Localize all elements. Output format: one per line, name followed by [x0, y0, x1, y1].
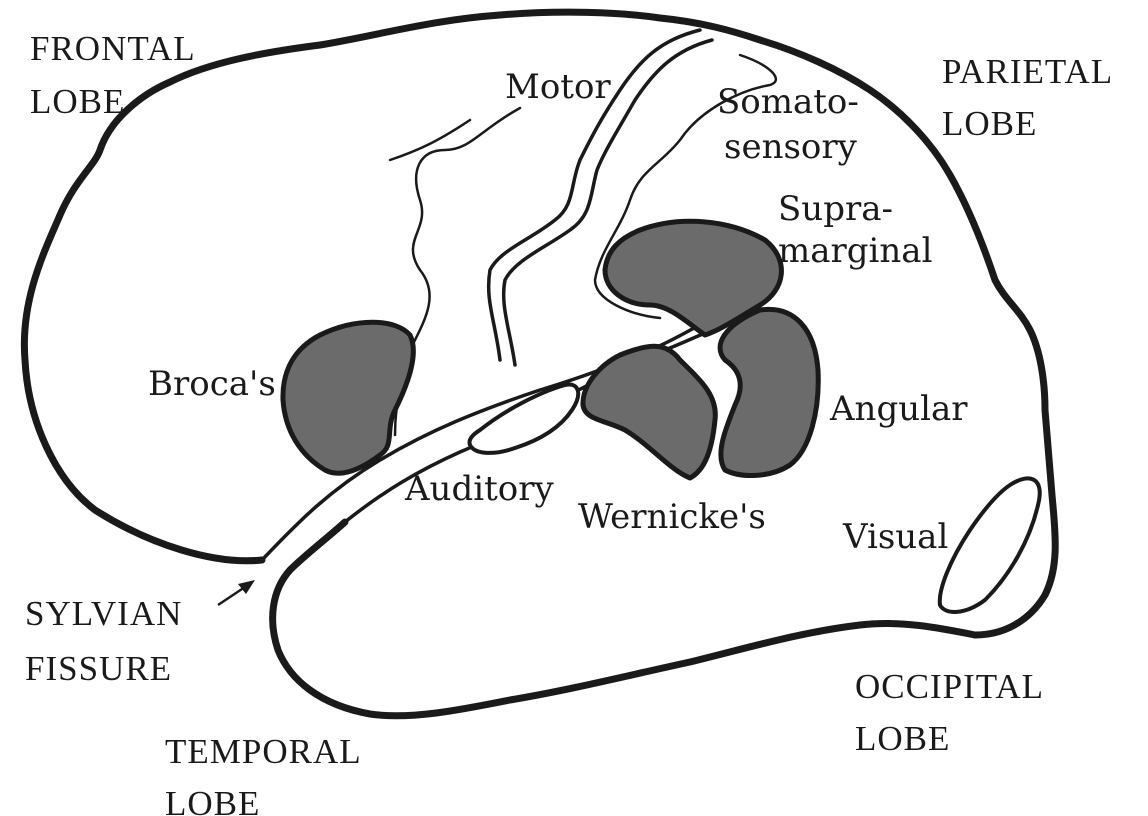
frontal-lobe-label-line1: FRONTAL [30, 29, 196, 68]
visual-label: Visual [842, 517, 948, 557]
auditory-label: Auditory [404, 469, 554, 509]
brocas-label: Broca's [148, 364, 276, 404]
parietal-lobe-label-line2: LOBE [942, 104, 1037, 143]
occipital-lobe-label-line2: LOBE [855, 719, 950, 758]
frontal-lobe-label-line2: LOBE [30, 82, 125, 121]
visual-area [940, 478, 1040, 612]
wernickes-area [583, 346, 715, 478]
angular-area [720, 309, 818, 475]
temporal-lobe-label-line1: TEMPORAL [165, 732, 362, 771]
motor-label: Motor [505, 67, 611, 107]
somatosensory-label-line1: Somato- [717, 82, 859, 122]
sylvian-fissure-label-line2: FISSURE [25, 649, 172, 688]
supramarginal-label-line2: marginal [778, 231, 932, 271]
precentral-sulcus [395, 108, 520, 435]
wernickes-label: Wernicke's [578, 497, 766, 537]
somatosensory-label-line2: sensory [724, 127, 858, 167]
angular-label: Angular [829, 389, 968, 429]
temporal-lobe-label-line2: LOBE [165, 784, 260, 816]
supramarginal-label-line1: Supra- [778, 189, 893, 229]
parietal-lobe-label-line1: PARIETAL [942, 52, 1113, 91]
sylvian-arrow-head [238, 580, 255, 594]
occipital-lobe-label-line1: OCCIPITAL [855, 667, 1044, 706]
sylvian-fissure-label-line1: SYLVIAN [25, 594, 182, 633]
